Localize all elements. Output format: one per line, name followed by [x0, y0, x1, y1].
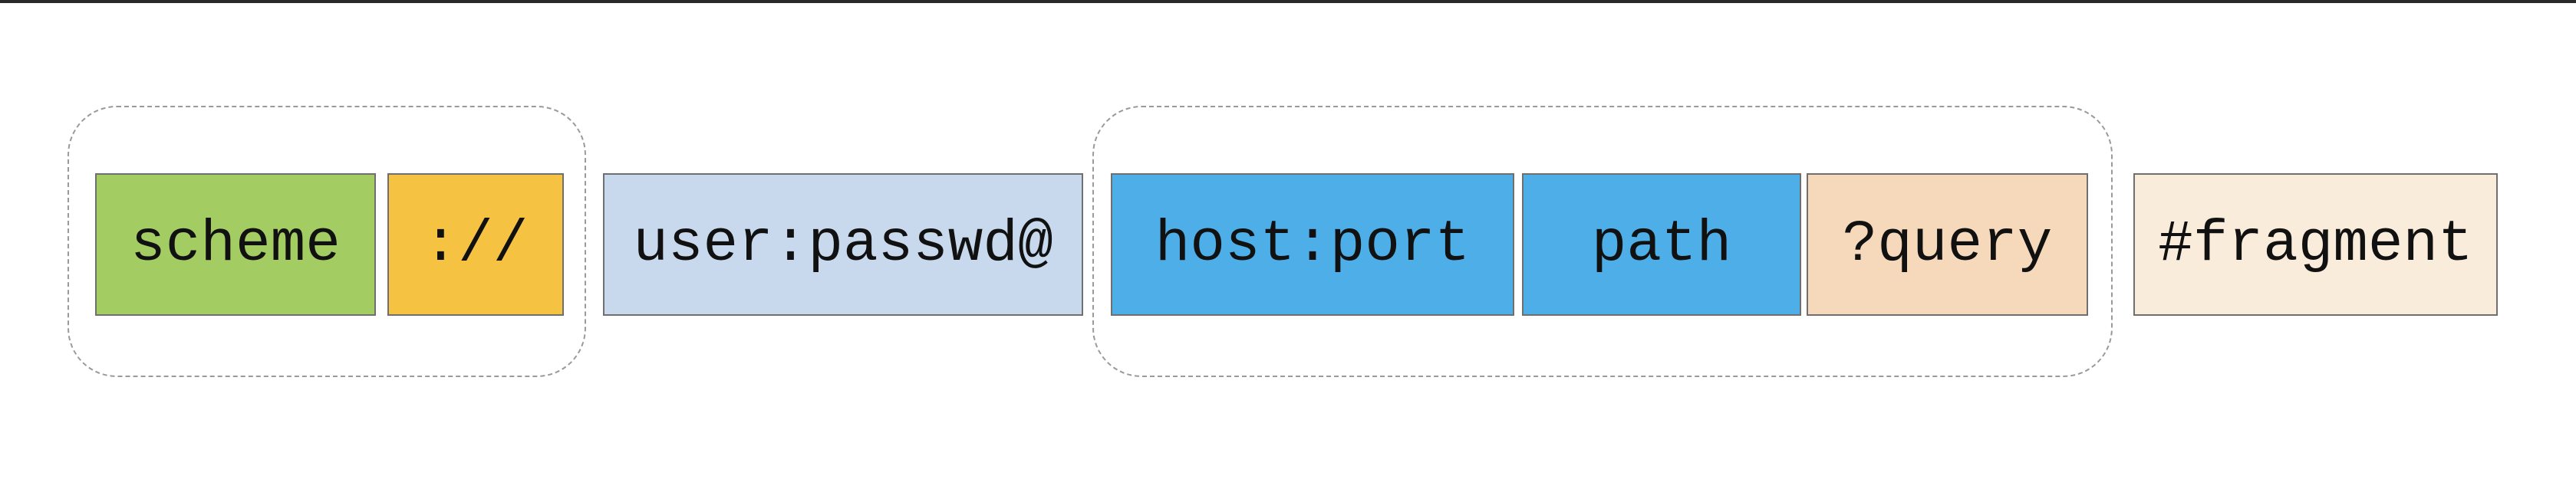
segment-path-label: path [1591, 212, 1732, 277]
segment-query-label: ?query [1842, 212, 2053, 277]
segment-userinfo: user:passwd@ [603, 173, 1083, 316]
top-border-line [0, 0, 2576, 3]
segment-host-port: host:port [1111, 173, 1514, 316]
segment-separator-label: :// [423, 212, 529, 277]
segment-scheme: scheme [95, 173, 376, 316]
segment-path: path [1522, 173, 1801, 316]
scheme-group-outline [68, 106, 586, 377]
host-path-query-group-outline [1092, 106, 2113, 377]
segment-host-port-label: host:port [1155, 212, 1471, 277]
segment-separator: :// [387, 173, 564, 316]
segment-fragment: #fragment [2133, 173, 2498, 316]
segment-userinfo-label: user:passwd@ [633, 212, 1053, 277]
segment-fragment-label: #fragment [2158, 212, 2473, 277]
segment-query: ?query [1807, 173, 2088, 316]
segment-scheme-label: scheme [130, 212, 341, 277]
